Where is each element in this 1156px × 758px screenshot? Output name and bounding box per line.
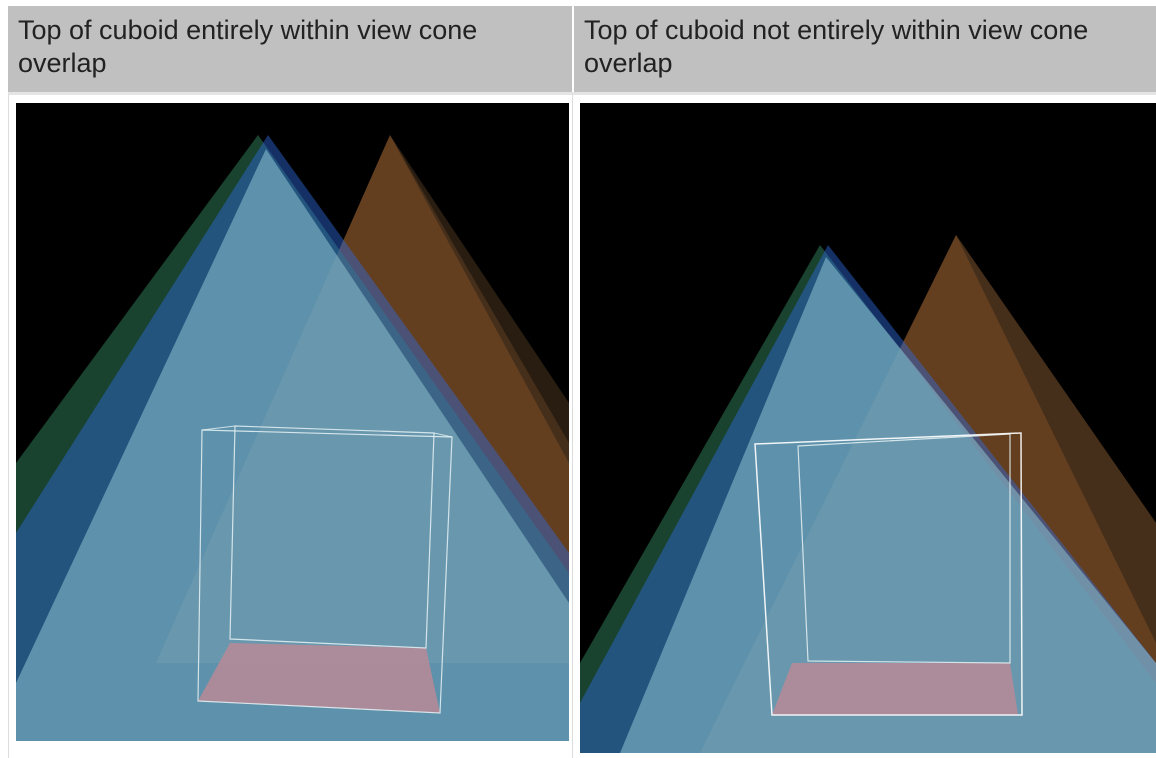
view-cone-render-left [16, 135, 569, 741]
cuboid-floor [198, 643, 440, 713]
cuboid-edge-1 [201, 425, 236, 431]
cuboid-top-front [197, 429, 453, 714]
column-header-left: Top of cuboid entirely within view cone … [8, 6, 572, 92]
cone-light [16, 149, 569, 741]
cuboid-top-front [754, 432, 1023, 716]
cuboid-edge-2 [433, 432, 453, 438]
column-divider-middle [572, 95, 573, 758]
header-separator [572, 6, 574, 92]
cone-orange-shade [956, 235, 1156, 643]
cone-orange-shade [390, 135, 569, 463]
column-header-right: Top of cuboid not entirely within view c… [574, 6, 1156, 92]
viewport-cuboid-outside-overlap [580, 103, 1156, 753]
column-divider-left [8, 95, 9, 758]
view-cone-render-right [580, 235, 1156, 753]
cuboid-floor [772, 663, 1018, 715]
viewport-cuboid-inside-overlap [16, 103, 569, 741]
header-divider [8, 92, 1156, 95]
cuboid-top-back [797, 433, 1011, 664]
cuboid-top-back [229, 425, 435, 649]
